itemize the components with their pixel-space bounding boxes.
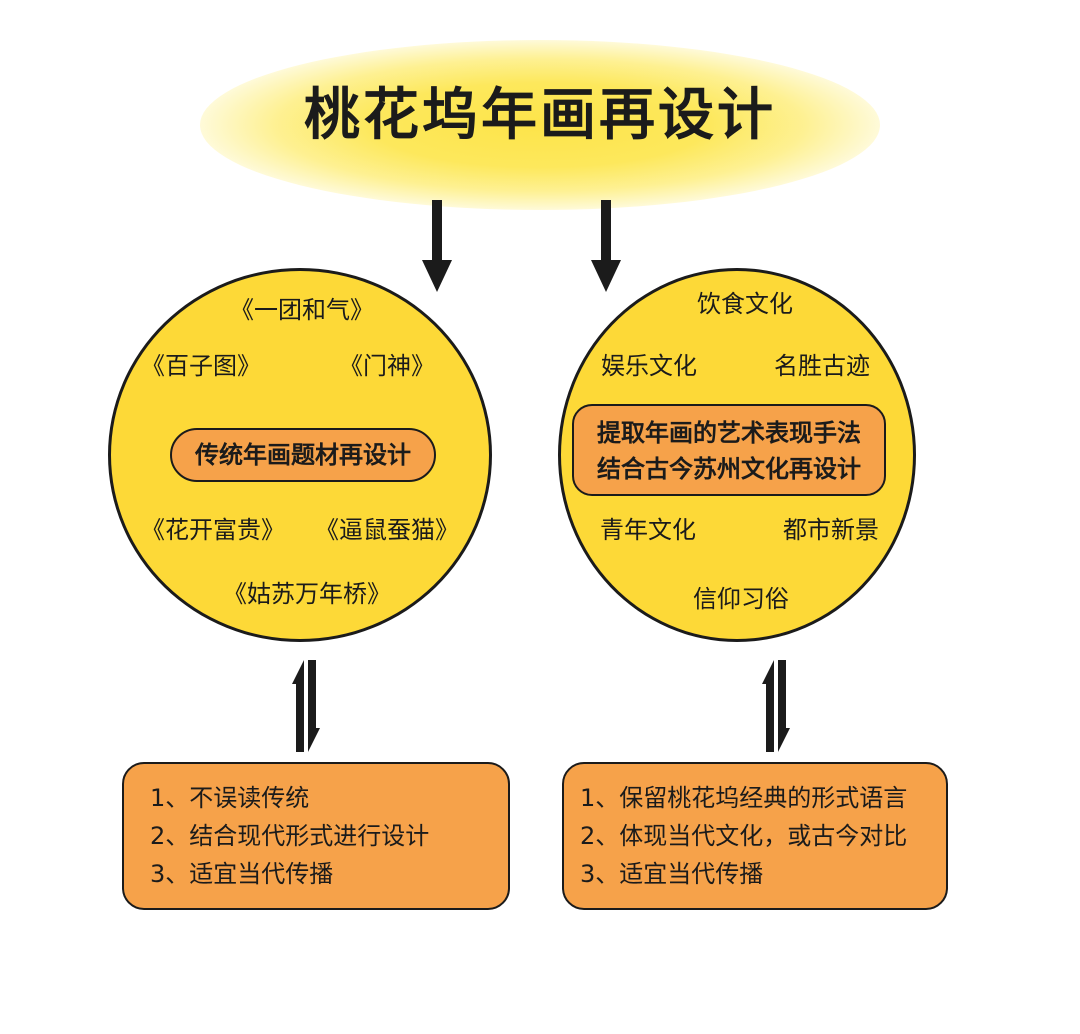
left-item-6: 《姑苏万年桥》 [223, 580, 391, 608]
right-item-2: 娱乐文化 [601, 352, 697, 380]
left-principle-1: 1、不误读传统 [150, 784, 310, 812]
bidirectional-arrow-left-icon [292, 660, 320, 752]
right-center-line-1: 提取年画的艺术表现手法 [597, 419, 861, 447]
right-item-1: 饮食文化 [697, 290, 793, 318]
main-title: 桃花坞年画再设计 [304, 83, 776, 148]
right-item-4: 青年文化 [600, 516, 696, 544]
right-principle-1: 1、保留桃花坞经典的形式语言 [580, 784, 908, 812]
title-glow [200, 40, 880, 210]
right-item-5: 都市新景 [783, 516, 879, 544]
left-principles-box [122, 762, 510, 910]
left-item-2: 《百子图》 [141, 352, 261, 380]
right-item-6: 信仰习俗 [693, 585, 789, 613]
right-item-3: 名胜古迹 [774, 352, 870, 380]
left-item-5: 《逼鼠蚕猫》 [315, 516, 459, 544]
right-center-line-2: 结合古今苏州文化再设计 [597, 455, 861, 483]
left-item-4: 《花开富贵》 [141, 516, 285, 544]
left-item-3: 《门神》 [339, 352, 435, 380]
left-center-label: 传统年画题材再设计 [170, 428, 436, 482]
right-principle-2: 2、体现当代文化，或古今对比 [580, 822, 908, 850]
down-arrow-right-icon [591, 200, 621, 292]
right-center-label: 提取年画的艺术表现手法 结合古今苏州文化再设计 [572, 404, 886, 496]
right-principles-box [562, 762, 948, 910]
left-principle-2: 2、结合现代形式进行设计 [150, 822, 430, 850]
left-principle-3: 3、适宜当代传播 [150, 860, 334, 888]
left-item-1: 《一团和气》 [230, 296, 374, 324]
down-arrow-left-icon [422, 200, 452, 292]
bidirectional-arrow-right-icon [762, 660, 790, 752]
right-principle-3: 3、适宜当代传播 [580, 860, 764, 888]
